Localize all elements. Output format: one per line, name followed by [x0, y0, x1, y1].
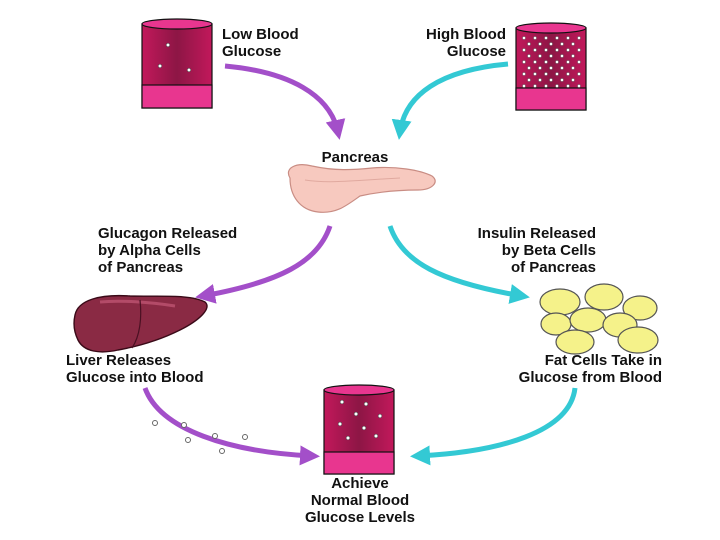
pancreas-icon: [287, 164, 436, 213]
low-blood-glucose-label: Low Blood Glucose: [222, 26, 299, 60]
glucose-dot: [538, 42, 542, 46]
glucose-dot: [533, 36, 537, 40]
glucose-dot: [527, 66, 531, 70]
glucose-dot: [560, 78, 564, 82]
glucose-dot: [555, 72, 559, 76]
glucose-dot: [544, 72, 548, 76]
glucose-dot: [544, 60, 548, 64]
high-glucose-vessel-icon: [515, 22, 587, 111]
glucose-dot: [566, 60, 570, 64]
glucose-dot: [533, 72, 537, 76]
glucose-dot: [522, 60, 526, 64]
glucose-dot: [549, 78, 553, 82]
glucose-dot: [555, 48, 559, 52]
glucose-dot: [560, 66, 564, 70]
low-glucose-vessel-icon: [141, 18, 213, 109]
glucose-dot: [527, 54, 531, 58]
glucose-dot: [527, 42, 531, 46]
glucose-dot: [577, 60, 581, 64]
glucose-dot: [571, 42, 575, 46]
high-to-pancreas-arrow: [391, 61, 509, 140]
glucose-dot: [555, 60, 559, 64]
low-to-pancreas-arrow: [224, 63, 346, 140]
achieve-normal-glucose-label: Achieve Normal Blood Glucose Levels: [304, 475, 416, 526]
glucose-dot: [566, 48, 570, 52]
fat-cells-icon: [539, 283, 659, 355]
glucose-dot: [577, 48, 581, 52]
released-glucose-dots: [152, 420, 248, 454]
glucose-dot: [571, 78, 575, 82]
fat-to-normal-arrow: [410, 387, 578, 466]
glucose-dot: [555, 84, 559, 88]
glucose-dot: [522, 84, 526, 88]
pancreas-to-fat-arrow: [387, 225, 530, 304]
glucose-dot: [549, 66, 553, 70]
glucose-dot: [577, 84, 581, 88]
glucose-dot: [533, 60, 537, 64]
high-blood-glucose-label: High Blood Glucose: [426, 26, 506, 60]
glucose-dot: [566, 72, 570, 76]
glucose-dot: [538, 54, 542, 58]
glucose-dot: [533, 84, 537, 88]
glucose-dot: [538, 78, 542, 82]
insulin-released-label: Insulin Released by Beta Cells of Pancre…: [477, 225, 596, 276]
glucose-dot: [549, 42, 553, 46]
liver-icon: [73, 294, 208, 353]
glucose-dot: [571, 54, 575, 58]
glucose-dot: [522, 36, 526, 40]
glucose-dot: [549, 54, 553, 58]
glucose-dot: [522, 48, 526, 52]
glucose-dot: [560, 42, 564, 46]
glucose-dot: [544, 84, 548, 88]
glucose-dot: [560, 54, 564, 58]
glucose-dot: [571, 66, 575, 70]
glucose-dot: [566, 84, 570, 88]
glucose-dot: [533, 48, 537, 52]
liver-to-normal-arrow: [142, 387, 320, 466]
glucose-dot: [566, 36, 570, 40]
fat-cells-label: Fat Cells Take in Glucose from Blood: [518, 352, 662, 386]
glucose-dot: [522, 72, 526, 76]
liver-releases-label: Liver Releases Glucose into Blood: [66, 352, 204, 386]
glucose-dot: [577, 72, 581, 76]
glucagon-released-label: Glucagon Released by Alpha Cells of Panc…: [98, 225, 238, 276]
glucose-dot: [544, 36, 548, 40]
glucose-dot: [538, 66, 542, 70]
glucose-dot: [527, 78, 531, 82]
pancreas-to-liver-arrow: [195, 225, 333, 304]
glucose-dot: [544, 48, 548, 52]
pancreas-label: Pancreas: [321, 149, 389, 166]
normal-glucose-vessel-icon: [323, 384, 395, 475]
glucose-dot: [555, 36, 559, 40]
glucose-dot: [577, 36, 581, 40]
